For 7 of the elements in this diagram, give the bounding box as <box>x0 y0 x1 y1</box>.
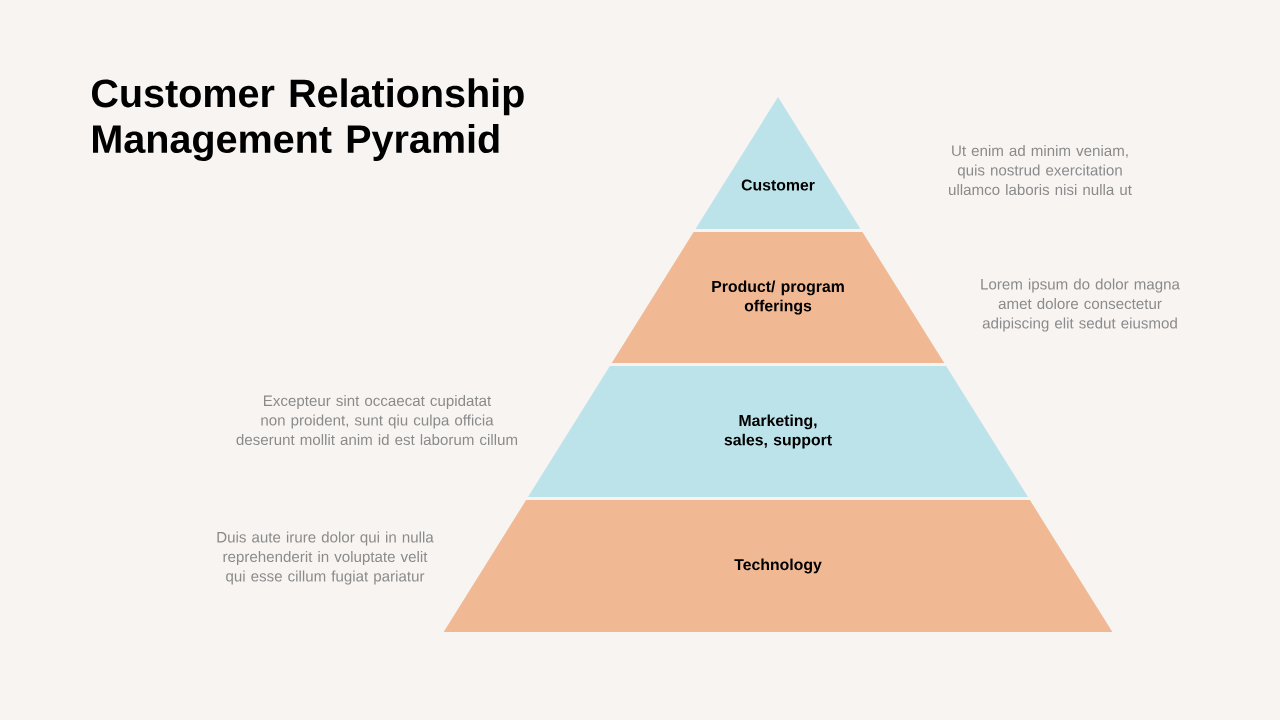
pyramid-layer: Marketing, sales, support <box>528 366 1028 497</box>
description-text: Lorem ipsum do dolor magna amet dolore consectetur adipiscing elit sedut eiusmod <box>981 278 1180 332</box>
pyramid-layer: Technology <box>443 500 1113 632</box>
pyramid-layer: Product/ program offerings <box>611 232 945 363</box>
pyramid-layer: Customer <box>695 97 861 229</box>
description-text: Ut enim ad minim veniam, quis nostrud exercitation ullamco laboris nisi nulla ut <box>949 144 1132 196</box>
title: Customer Relationship Management Pyramid <box>92 78 524 162</box>
